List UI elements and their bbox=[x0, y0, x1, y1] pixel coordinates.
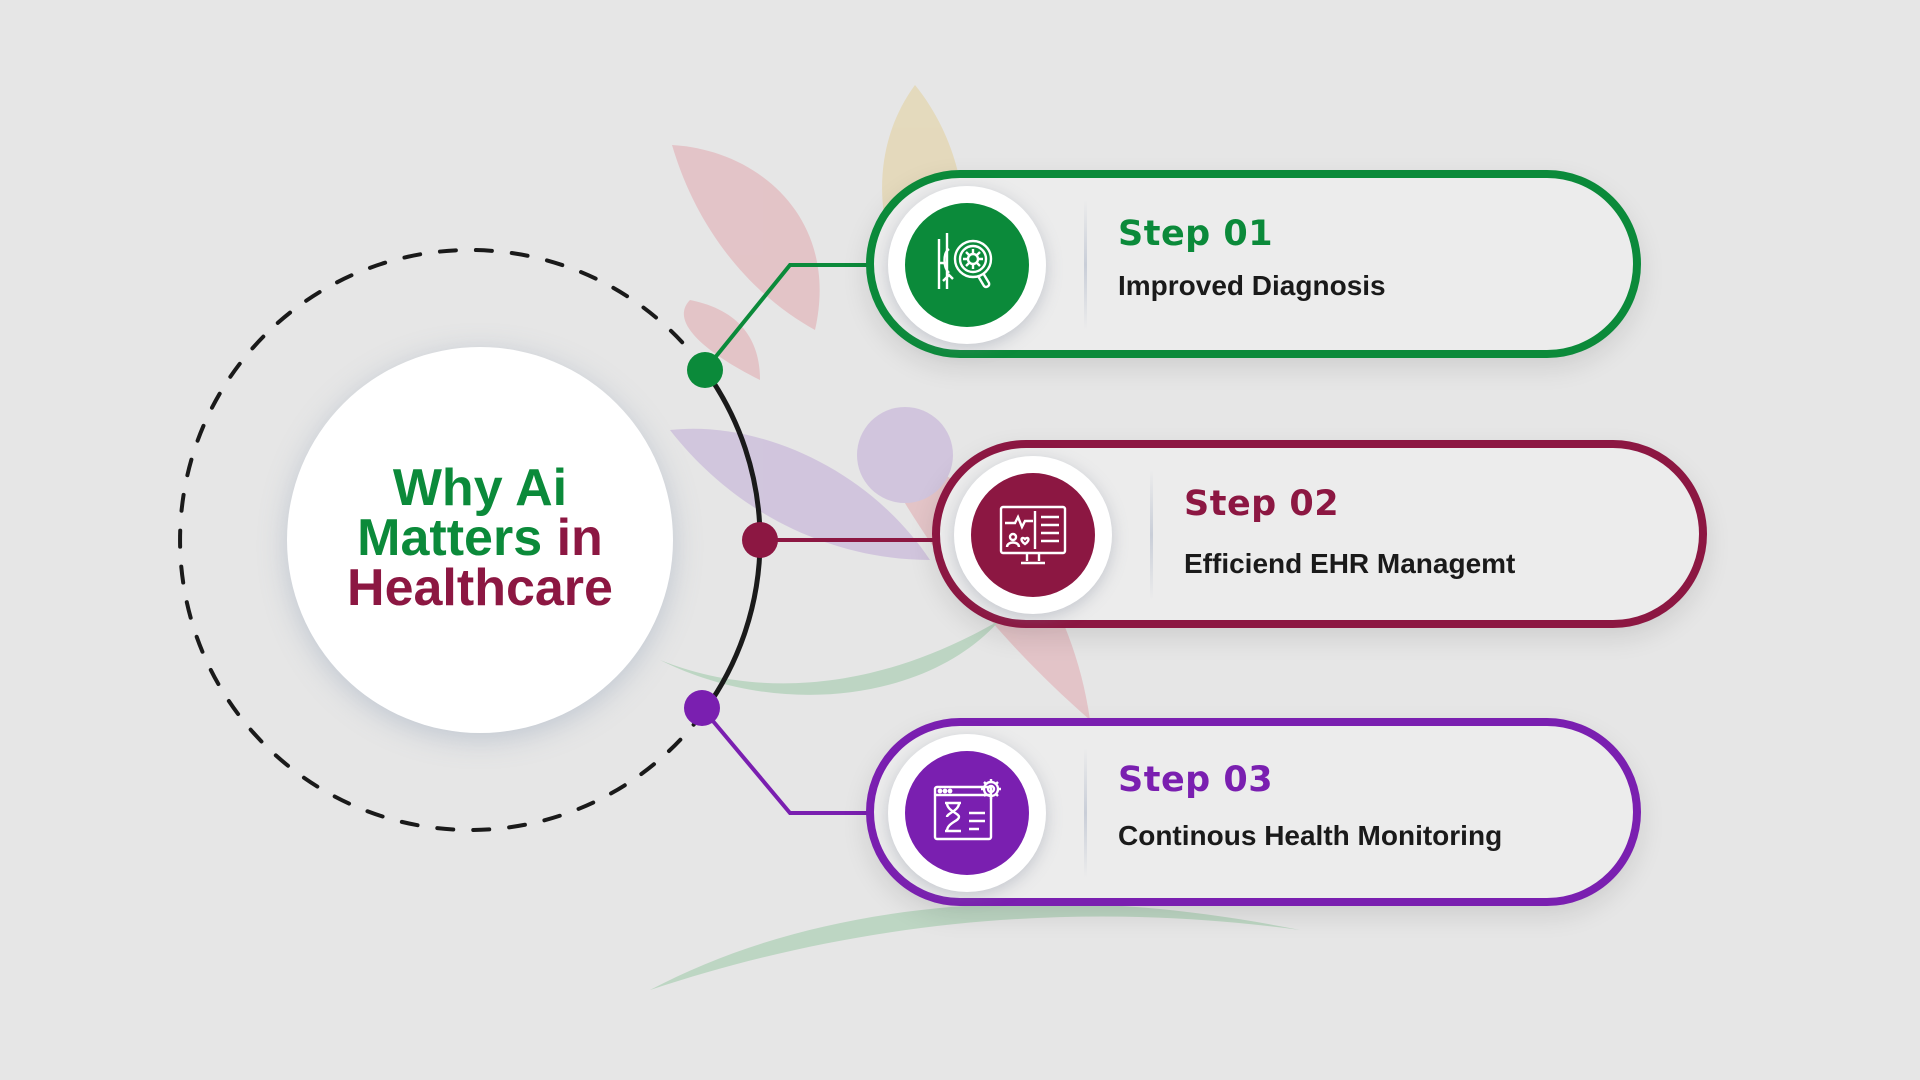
title-word-matters: Matters bbox=[357, 509, 543, 567]
center-title: Why Ai Matters in Healthcare bbox=[347, 459, 613, 617]
step-3-label: Step 03 bbox=[1118, 760, 1274, 800]
step-2-label: Step 02 bbox=[1184, 484, 1340, 524]
step-1-divider bbox=[1084, 200, 1087, 330]
dot-step-2 bbox=[742, 522, 778, 558]
step-2-title: Efficiend EHR Managemt bbox=[1184, 548, 1516, 579]
step-2-icon-badge bbox=[954, 456, 1112, 614]
step-3-title: Continous Health Monitoring bbox=[1118, 820, 1503, 851]
step-1-label: Step 01 bbox=[1118, 214, 1274, 254]
connector-step-3 bbox=[700, 706, 880, 815]
title-line-2: Matters in bbox=[347, 512, 613, 564]
monitoring-hourglass-icon bbox=[933, 779, 1001, 841]
title-word-in: in bbox=[556, 509, 603, 567]
step-1-title: Improved Diagnosis bbox=[1118, 270, 1386, 301]
step-2-divider bbox=[1150, 470, 1153, 600]
title-line-1: Why Ai bbox=[392, 459, 568, 517]
dot-step-3 bbox=[684, 690, 720, 726]
center-circle: Why Ai Matters in Healthcare bbox=[287, 347, 673, 733]
dot-step-1 bbox=[687, 352, 723, 388]
title-line-3: Healthcare bbox=[347, 559, 613, 617]
ehr-monitor-icon bbox=[999, 505, 1067, 565]
dashed-ring bbox=[178, 248, 707, 832]
step-3-divider bbox=[1084, 748, 1087, 878]
step-3-icon-badge bbox=[888, 734, 1046, 892]
connector-step-1 bbox=[703, 263, 880, 372]
step-1-icon-badge bbox=[888, 186, 1046, 344]
diagnosis-magnifier-icon bbox=[937, 233, 993, 289]
